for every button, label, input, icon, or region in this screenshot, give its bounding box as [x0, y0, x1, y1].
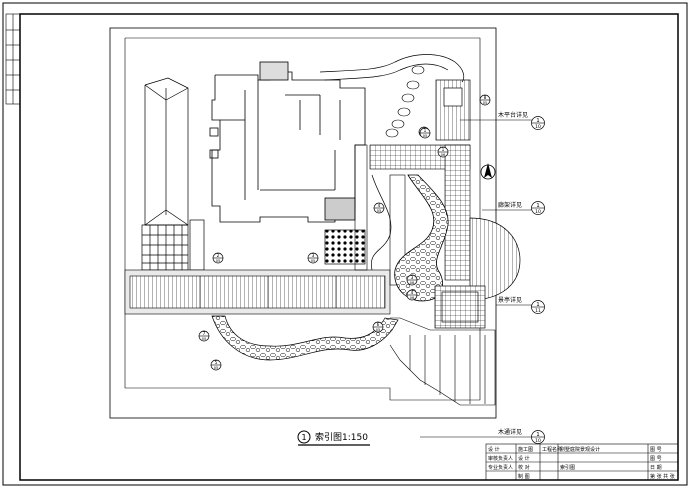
drawing-scale: 1:150 [342, 433, 368, 443]
title-block-cell: 第 张 共 张 [650, 473, 675, 480]
index-number: 8 [484, 95, 487, 101]
index-number: 6 [377, 322, 380, 328]
title-block-cell: 校 对 [518, 464, 530, 471]
index-sheet: 06 [410, 296, 414, 300]
villa-building [209, 61, 366, 223]
index-sheet: 06 [441, 153, 445, 157]
index-sheet: 05 [214, 366, 218, 370]
index-sheet: 10 [535, 124, 541, 130]
plan-index-marker: 305 [307, 252, 319, 264]
plan-index-marker: 406 [406, 289, 418, 301]
binding-strip [5, 13, 21, 105]
title-block-cell: 设 计 [518, 455, 530, 462]
index-sheet: 10 [535, 209, 541, 215]
callout-label: 木通详见 [498, 428, 522, 436]
index-number: 1 [536, 432, 540, 438]
title-block-cell: 施工图 [518, 446, 533, 453]
stone-path [211, 315, 399, 361]
index-number: 4 [378, 203, 381, 209]
callout-index: 110 [531, 430, 545, 444]
plan-index-marker: 105 [419, 127, 431, 139]
index-sheet: 05 [377, 209, 381, 213]
index-number: 3 [312, 253, 315, 259]
pavilion [434, 285, 486, 329]
title-block-cell: 图 号 [650, 447, 662, 453]
index-sheet: 11 [535, 308, 541, 314]
index-number: 3 [411, 275, 414, 281]
index-sheet: 10 [535, 438, 541, 444]
title-block-cell: 设 计 [488, 446, 500, 453]
timber-deck [319, 54, 471, 141]
callout-label: 景亭详见 [498, 296, 522, 304]
index-number: 1 [536, 302, 540, 308]
index-number: 1 [536, 203, 540, 209]
plan-index-marker: 106 [437, 146, 449, 158]
index-sheet: 05 [216, 259, 220, 263]
index-number: 2 [217, 253, 220, 259]
title-number: 1 [301, 433, 306, 442]
title-block-cell: 工程名称 [542, 446, 562, 453]
plan-index-marker: 205 [212, 252, 224, 264]
plan-index-marker: 805 [479, 94, 491, 106]
plan-index-marker: 405 [373, 202, 385, 214]
title-block: 设 计施工图工程名称别墅庭院景观设计图 号审核负责人设 计图 号专业负责人校 对… [485, 443, 679, 481]
pergola-corridor [354, 144, 471, 286]
paving-square [324, 229, 366, 265]
index-sheet: 05 [202, 337, 206, 341]
index-sheet: 05 [483, 101, 487, 105]
lower-deck [389, 317, 496, 406]
title-block-cell: 图 号 [650, 456, 662, 462]
stream [394, 174, 449, 302]
index-number: 1 [424, 128, 427, 134]
roof-building [141, 77, 205, 271]
main-boardwalk [124, 269, 391, 315]
title-block-cell: 日 期 [650, 465, 662, 471]
callout: 木通详见 110 [420, 428, 545, 444]
callout-label: 木平台详见 [498, 111, 528, 119]
index-number: 1 [442, 147, 445, 153]
drawing-title-text: 索引图 [315, 431, 342, 443]
index-number: 1 [536, 118, 540, 124]
title-block-cell: 制 图 [518, 473, 530, 480]
inner-frame [19, 13, 679, 481]
plan-markers: 805905405205305605705505306406105106 [198, 94, 491, 371]
circular-plaza [469, 217, 521, 301]
stream-edge [371, 174, 392, 271]
callout-label: 廊架详见 [498, 201, 522, 209]
index-sheet: 05 [311, 259, 315, 263]
callout-index: 111 [531, 300, 545, 314]
index-sheet: 05 [376, 328, 380, 332]
plan-index-marker: 605 [372, 321, 384, 333]
index-sheet: 05 [423, 134, 427, 138]
title-block-cell: 专业负责人 [488, 464, 513, 471]
plan-index-marker: 505 [210, 359, 222, 371]
index-number: 7 [203, 331, 206, 337]
title-block-cell: 索引图 [560, 464, 575, 471]
drawing-title: 1 索引图 1:150 [297, 430, 370, 446]
index-number: 4 [411, 290, 414, 296]
title-block-cell: 别墅庭院景观设计 [560, 446, 600, 453]
title-block-cell: 审核负责人 [488, 455, 513, 462]
callout-index: 110 [531, 201, 545, 215]
plan-index-marker: 306 [406, 274, 418, 286]
plan-index-marker: 705 [198, 330, 210, 342]
index-number: 5 [215, 360, 218, 366]
site-boundary-inner [124, 37, 481, 401]
callout-index: 110 [531, 116, 545, 130]
callout: 景亭详见 111 [496, 296, 545, 314]
index-sheet: 06 [410, 281, 414, 285]
stepping-stones [385, 65, 425, 138]
callout: 廊架详见 110 [482, 201, 545, 215]
north-arrow [480, 163, 496, 180]
